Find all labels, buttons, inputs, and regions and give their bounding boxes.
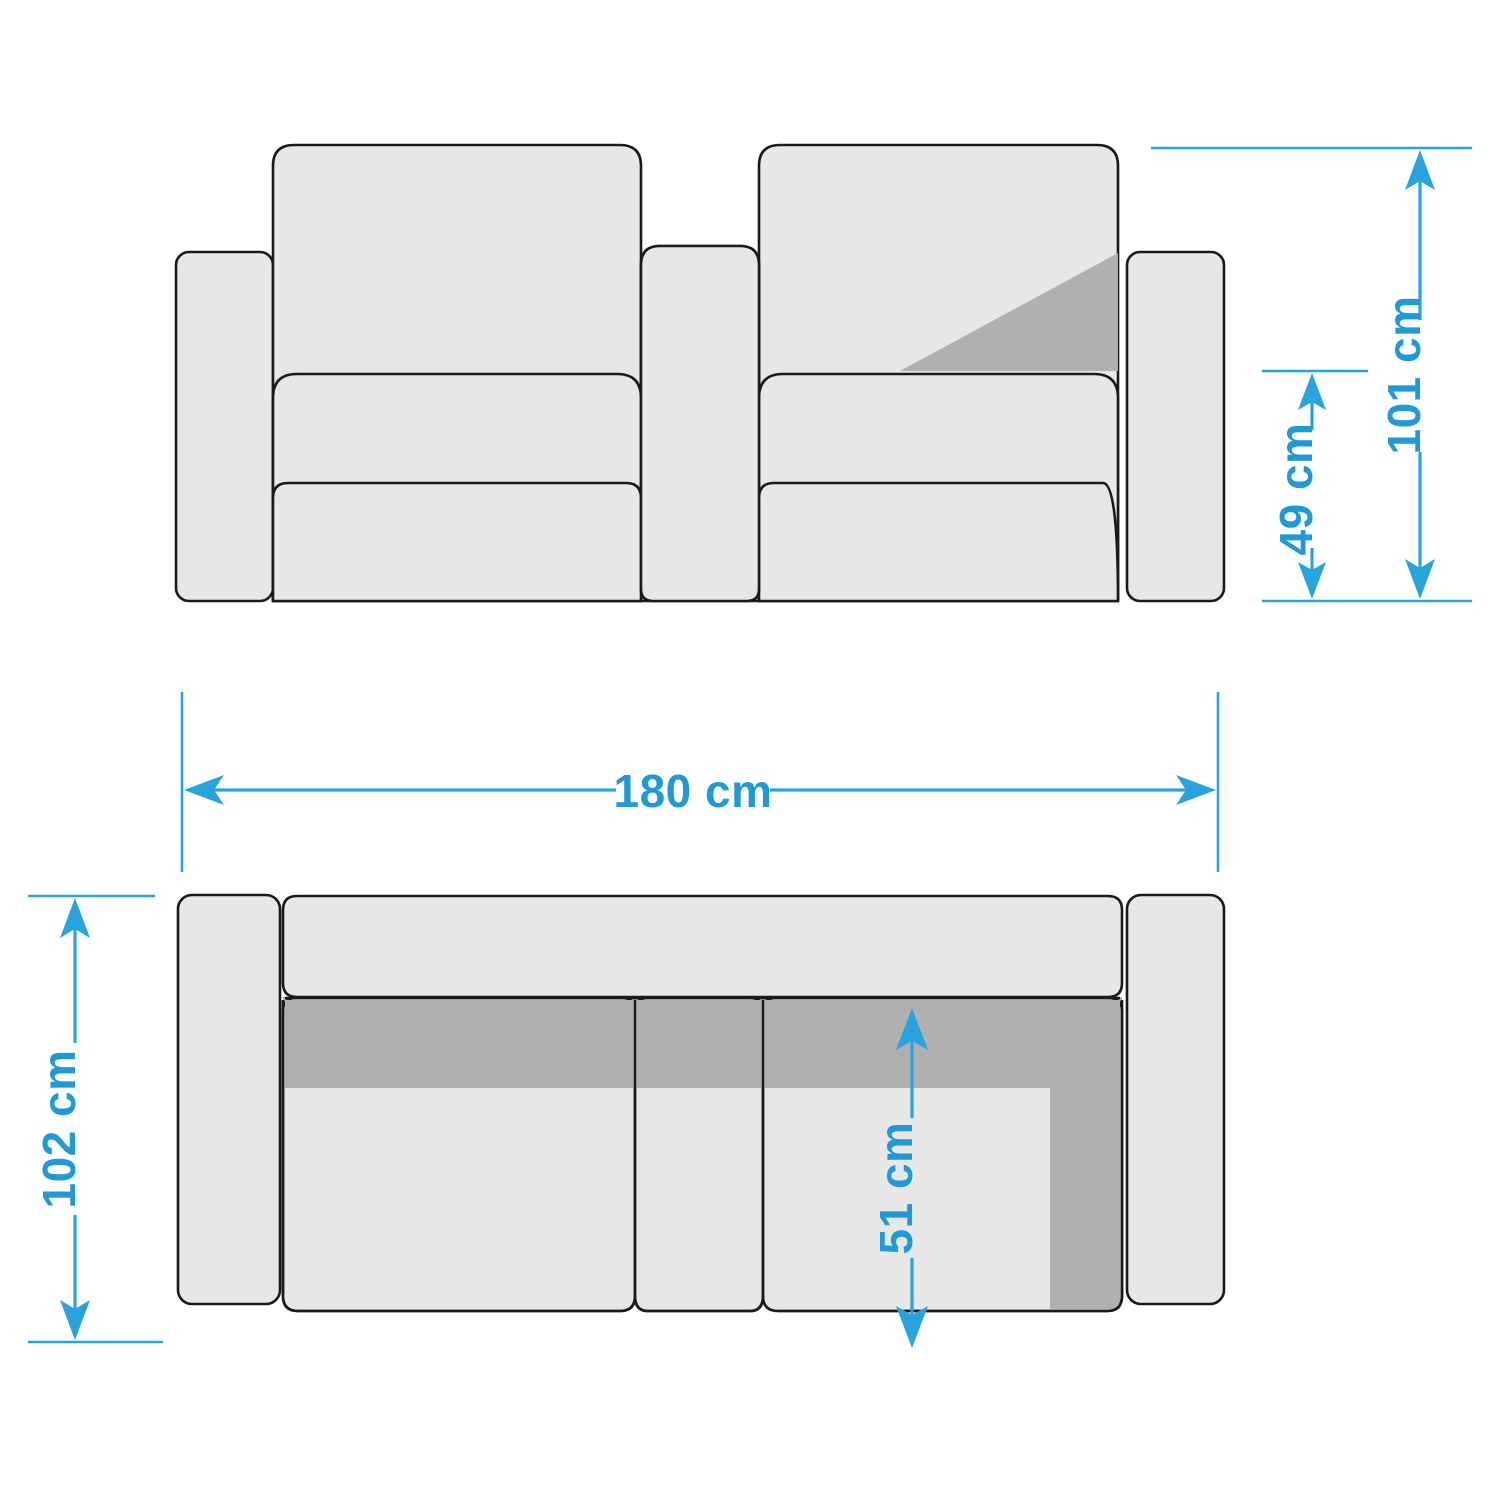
- front-shadow-wedge: [900, 253, 1118, 371]
- arrow-down-51: [896, 1306, 928, 1348]
- front-left-armrest: [174, 250, 275, 603]
- arrow-up-49: [1298, 373, 1326, 410]
- front-left-seat-base: [271, 481, 643, 603]
- arrow-up-51: [896, 1008, 928, 1050]
- arrow-right-180: [1176, 775, 1216, 805]
- dimension-total-width: 180 cm: [180, 692, 1220, 872]
- dimension-total-depth: 102 cm: [28, 894, 163, 1344]
- dimension-seat-height: 49 cm: [1270, 373, 1326, 599]
- dimension-seat-depth: 51 cm: [870, 1008, 928, 1348]
- dimension-total-height: 101 cm: [1378, 150, 1435, 599]
- top-shadow-overlay-right: [1050, 1000, 1120, 1309]
- dim-label-101: 101 cm: [1378, 295, 1430, 454]
- arrow-up-101: [1405, 150, 1435, 190]
- top-backrest: [281, 894, 1124, 999]
- arrow-down-101: [1405, 559, 1435, 599]
- top-left-armrest: [176, 893, 282, 1306]
- arrow-down-49: [1298, 562, 1326, 599]
- top-right-armrest: [1125, 893, 1226, 1306]
- top-view-group: [176, 893, 1226, 1313]
- top-outer-edge-right: [778, 1000, 1124, 1313]
- front-view-dimensions: 101 cm 49 cm: [1151, 146, 1472, 603]
- top-outer-edge-middle: [633, 1295, 765, 1313]
- arrow-left-180: [184, 775, 224, 805]
- dim-label-180: 180 cm: [613, 765, 772, 817]
- front-view-group: [174, 143, 1226, 603]
- top-shadow-overlay-band: [285, 1000, 1120, 1088]
- dim-label-51: 51 cm: [870, 1122, 922, 1255]
- arrow-down-102: [60, 1300, 90, 1340]
- dim-label-49: 49 cm: [1270, 423, 1322, 556]
- dim-label-102: 102 cm: [33, 1049, 85, 1208]
- top-outer-edge-left: [281, 1000, 637, 1313]
- front-center-divider-overlay: [639, 244, 761, 603]
- front-right-armrest: [1125, 250, 1226, 603]
- front-right-seat-base: [757, 481, 1120, 603]
- arrow-up-102: [60, 898, 90, 938]
